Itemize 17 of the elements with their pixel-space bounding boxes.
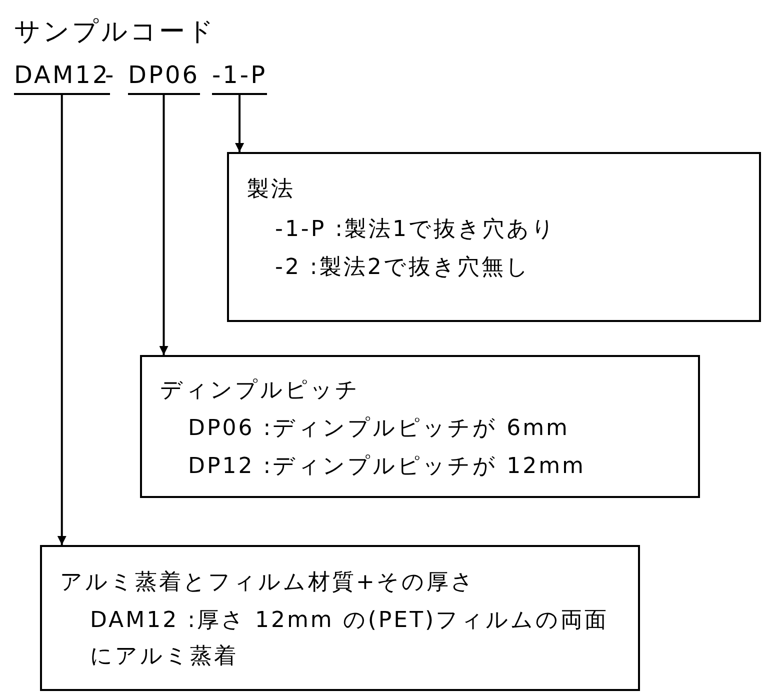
description-text: -2 :製法2で抜き穴無し <box>275 254 532 282</box>
arrow <box>159 95 168 355</box>
description-text: DP06 :ディンプルピッチが 6mm <box>188 415 570 443</box>
arrow <box>57 95 66 545</box>
description-box <box>40 545 640 691</box>
box-heading: ディンプルピッチ <box>160 377 361 405</box>
description-text: DAM12 :厚さ 12mm の(PET)フィルムの両面にアルミ蒸着 <box>90 607 610 671</box>
description-box <box>227 152 761 322</box>
arrow <box>235 95 244 152</box>
description-box <box>140 355 700 498</box>
code-segment: DP06 <box>128 60 200 95</box>
title: サンプルコード <box>14 16 216 49</box>
box-heading: アルミ蒸着とフィルム材質+その厚さ <box>60 569 476 597</box>
description-text: DP12 :ディンプルピッチが 12mm <box>188 453 586 481</box>
code-segment: -1-P <box>212 60 268 95</box>
box-heading: 製法 <box>247 176 296 204</box>
description-text: -1-P :製法1で抜き穴あり <box>275 216 558 244</box>
